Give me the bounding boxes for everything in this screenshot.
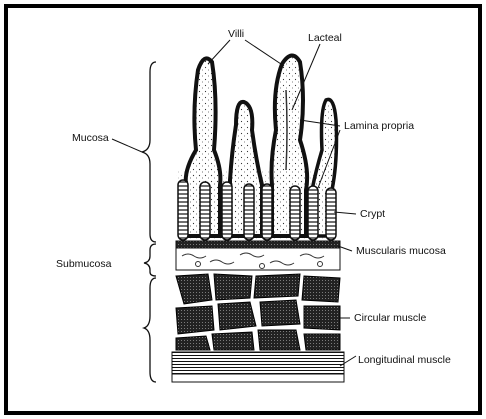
villi-group bbox=[176, 55, 337, 242]
braces bbox=[142, 62, 156, 382]
longitudinal-muscle-band bbox=[172, 352, 344, 374]
label-lacteal: Lacteal bbox=[308, 32, 342, 44]
muscularis-mucosa-band bbox=[176, 241, 340, 248]
label-longitudinal-muscle: Longitudinal muscle bbox=[358, 354, 451, 366]
circular-muscle-layer bbox=[172, 272, 344, 350]
label-mucosa: Mucosa bbox=[72, 132, 109, 144]
mucosa-brace bbox=[142, 62, 156, 242]
submucosa-layer bbox=[176, 248, 340, 270]
label-crypt: Crypt bbox=[360, 208, 385, 220]
muscularis-brace bbox=[144, 278, 156, 382]
label-villi: Villi bbox=[228, 28, 244, 40]
label-lamina-propria: Lamina propria bbox=[344, 120, 414, 132]
label-muscularis-mucosa: Muscularis mucosa bbox=[356, 245, 446, 257]
label-submucosa: Submucosa bbox=[56, 258, 111, 270]
submucosa-brace bbox=[144, 244, 156, 276]
label-circular-muscle: Circular muscle bbox=[354, 312, 426, 324]
